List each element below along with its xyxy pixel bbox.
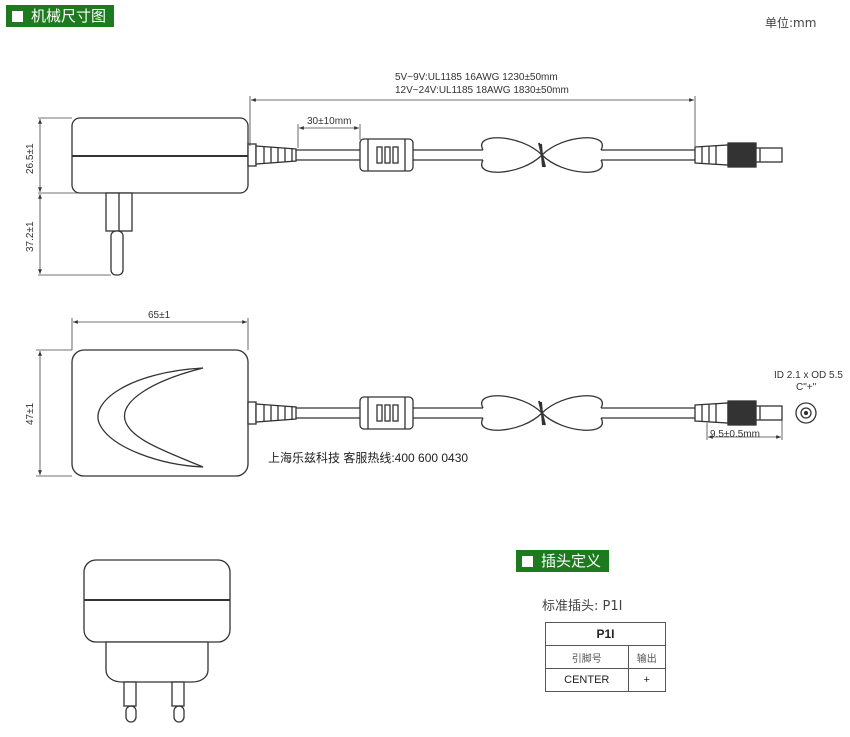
- cable-spec-line-1: 5V~9V:UL1185 16AWG 1230±50mm: [395, 72, 558, 83]
- cable-coil: [481, 395, 603, 431]
- dim-body-height: 26.5±1: [25, 143, 36, 174]
- ferrite-core: [359, 396, 414, 430]
- square-bullet-icon: [12, 11, 23, 22]
- standard-plug-label: 标准插头: P1I: [542, 599, 623, 614]
- dc-output-plug: [694, 400, 783, 426]
- company-hotline: 上海乐兹科技 客服热线:400 600 0430: [268, 450, 468, 465]
- dc-plug-size: ID 2.1 x OD 5.5: [774, 370, 843, 381]
- strain-relief: [255, 403, 297, 423]
- dim-plug-length: 9.5±0.5mm: [710, 429, 760, 440]
- section-banner-mechanical: 机械尺寸图: [6, 5, 115, 27]
- section-title: 机械尺寸图: [31, 7, 107, 25]
- perspective-view-adapter: [83, 559, 231, 723]
- side-view-adapter: [71, 117, 257, 276]
- pin-table-cell: CENTER: [545, 668, 629, 692]
- dim-body-width: 65±1: [148, 310, 171, 321]
- unit-label: 单位:mm: [765, 16, 817, 30]
- pin-table-cell: +: [627, 668, 667, 692]
- table-row: CENTER +: [545, 668, 667, 692]
- pin-definition-table: P1I 引脚号 输出 CENTER +: [545, 622, 667, 692]
- cable-coil: [481, 137, 603, 173]
- ferrite-core: [359, 138, 414, 172]
- strain-relief: [255, 145, 297, 165]
- dim-body-depth: 47±1: [25, 402, 36, 425]
- cable-spec-line-2: 12V~24V:UL1185 18AWG 1830±50mm: [395, 85, 569, 96]
- dim-ferrite-offset: 30±10mm: [307, 116, 351, 127]
- section-banner-plug-definition: 插头定义: [516, 550, 610, 572]
- dc-plug-polarity: C"+": [796, 382, 817, 393]
- pin-table-title: P1I: [545, 622, 666, 646]
- top-view-adapter: [71, 349, 257, 477]
- square-bullet-icon: [522, 556, 533, 567]
- dc-jack-end-view: [795, 402, 817, 424]
- dc-output-plug: [694, 142, 783, 168]
- dim-plug-height: 37.2±1: [25, 221, 36, 252]
- pin-table-header: 输出: [627, 645, 667, 669]
- section-title: 插头定义: [541, 552, 602, 570]
